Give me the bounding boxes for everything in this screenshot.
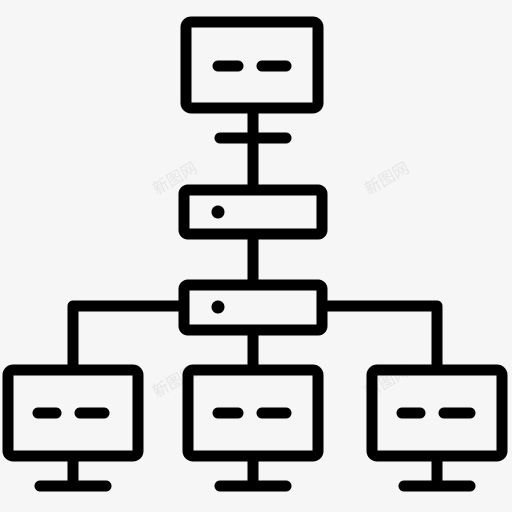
server-1-icon [178, 184, 328, 240]
bottom-left-monitor-icon [2, 364, 144, 492]
server-1-led [211, 205, 225, 219]
top-monitor-icon [180, 16, 324, 114]
server-2-icon [178, 279, 328, 336]
bottom-right-monitor-icon [366, 364, 508, 492]
branch-left-line [67, 300, 190, 376]
bottom-center-monitor-icon [182, 364, 324, 492]
server-2-led [211, 300, 225, 314]
branch-right-line [316, 300, 443, 376]
